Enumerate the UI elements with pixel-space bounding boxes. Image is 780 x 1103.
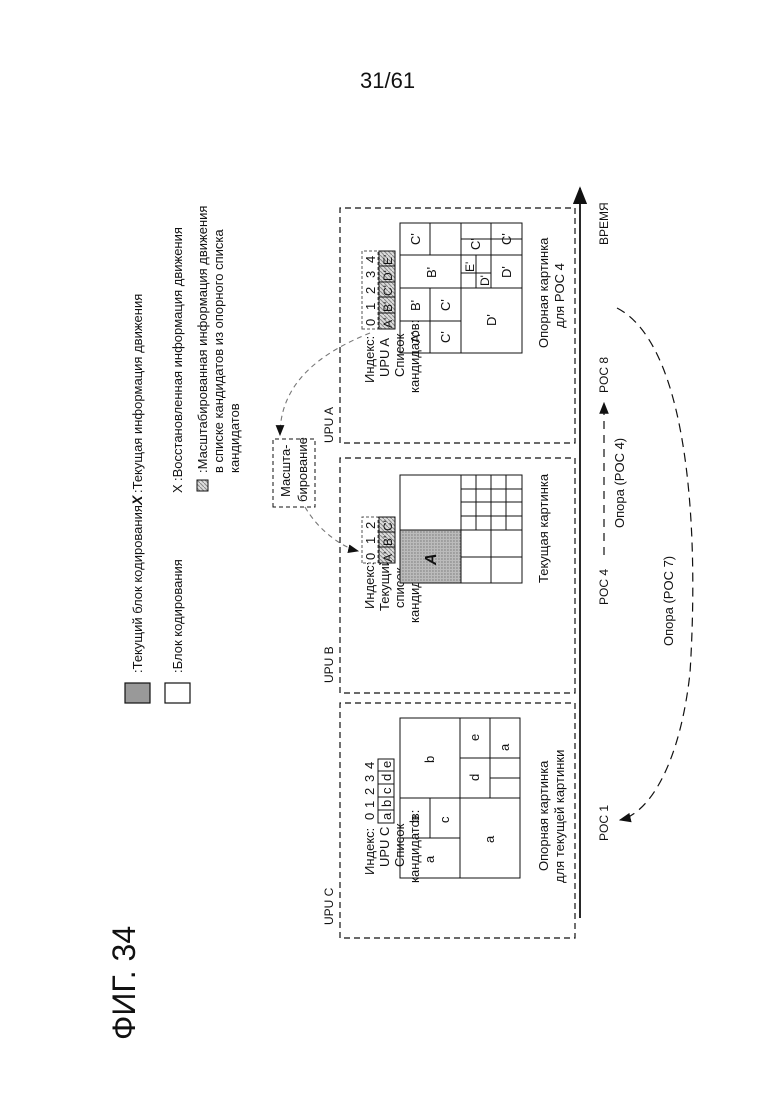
ref-poc4-label: Опора (POC 4) [612,438,627,528]
upu-c-label-index: Индекс: [362,828,377,875]
legend-restored-motion: :Восстановленная информация движения [170,227,185,481]
upu-a-cell-2: C' [438,331,453,343]
upu-a-cell-0: A' [408,332,423,343]
upu-b-cand-0: A' [381,552,395,562]
upu-a-caption1: Опорная картинка [536,237,551,348]
upu-c-cand-1: b [379,800,394,807]
upu-a-cell-6: D' [484,314,499,326]
upu-a-cell-4: C' [408,233,423,245]
upu-a-cand-1: B' [381,302,395,312]
legend-restored-symbol: X [170,484,185,493]
upu-b-name: UPU B [322,646,336,683]
upu-a-name: UPU A [322,407,336,443]
upu-c-index-1: 1 [362,801,377,808]
scaling-line2: бирование [295,437,310,502]
legend-current-block-swatch [125,683,150,703]
timeline: ВРЕМЯ POC 1 POC 4 POC 8 Опора (POC 4) Оп… [580,188,693,918]
legend: :Текущий блок кодирования X :Текущая инф… [125,206,242,703]
legend-scaled-line2: в списке кандидатов из опорного списка [211,229,226,473]
upu-b-label-index: Индекс: [362,562,377,609]
upu-c-index-3: 3 [362,775,377,782]
upu-b-caption: Текущая картинка [536,473,551,583]
upu-a-cell-7: E' [463,262,477,272]
upu-a-cand-3: D' [381,270,395,281]
upu-c-cand-0: a [379,812,394,820]
upu-b-index-1: 1 [363,537,378,544]
upu-a-cell-5: B' [424,267,439,278]
upu-b-label-unit1: Текущий [377,559,392,611]
upu-c-name: UPU C [322,887,336,925]
upu-a-index-3: 3 [363,271,378,278]
ref-poc7-label: Опора (POC 7) [661,556,676,646]
upu-a-cell-9: C' [468,238,483,250]
upu-c-label-unit: UPU C [377,827,392,867]
upu-a-cell-1: B' [408,300,423,311]
legend-current-motion-symbol: X [129,494,145,506]
upu-c-cell-5: d [467,774,482,781]
ref-poc7-arrow [617,308,693,820]
upu-b-index-0: 0 [363,553,378,560]
upu-a-index-1: 1 [363,303,378,310]
upu-a-index-0: 0 [363,319,378,326]
upu-a-cell-10: D' [499,266,514,278]
legend-current-motion: :Текущая информация движения [130,294,145,493]
legend-current-block: :Текущий блок кодирования [130,505,145,673]
legend-coding-block-swatch [165,683,190,703]
upu-b-cand-1: B' [381,536,395,546]
upu-c-cell-6: e [467,734,482,741]
upu-a-cell-11: C' [499,233,514,245]
legend-scaled-line1: :Масштабированная информация движения [195,206,210,473]
upu-c-cand-4: e [379,761,394,768]
upu-c-cell-3: b [422,756,437,763]
upu-b-picture [400,475,522,583]
upu-c-caption1: Опорная картинка [536,760,551,871]
upu-a-index-4: 4 [363,256,378,263]
upu-c-cell-2: c [437,816,452,823]
time-label: ВРЕМЯ [597,202,611,245]
upu-a-cand-4: E' [381,255,395,265]
upu-a-label-index: Индекс: [362,336,377,383]
upu-c-index-0: 0 [362,813,377,820]
scaling-out-arrow [305,507,358,551]
upu-c-cell-0: a [422,855,437,863]
upu-c-caption2: для текущей картинки [552,750,567,883]
panel-upu-a: UPU A Индекс: UPU A Список кандидатов: 0… [322,208,575,443]
poc4-label: POC 4 [597,569,611,605]
upu-c-cell-7: a [497,743,512,751]
upu-b-cand-2: C' [381,520,395,531]
upu-c-cand-2: c [379,787,394,794]
legend-scaled-swatch [197,480,208,491]
poc1-label: POC 1 [597,805,611,841]
upu-a-caption2: для POC 4 [552,263,567,328]
upu-c-cand-3: d [379,774,394,781]
upu-c-cell-4: a [482,835,497,843]
upu-a-index-2: 2 [363,287,378,294]
legend-scaled-line3: кандидатов [227,403,242,473]
upu-b-current-block: A [423,553,440,566]
figure-title: ФИГ. 34 [106,926,142,1040]
upu-a-cell-8: D' [478,275,492,286]
upu-c-index-2: 2 [362,788,377,795]
upu-b-index-2: 2 [363,522,378,529]
poc8-label: POC 8 [597,357,611,393]
panel-upu-b: UPU B Индекс: Текущий список кандидатов:… [322,458,575,693]
scaling-line1: Масшта- [278,444,293,497]
legend-coding-block: :Блок кодирования [170,559,185,673]
upu-a-label-list2: кандидатов: [407,320,422,393]
upu-a-cell-3: C' [438,299,453,311]
upu-c-index-4: 4 [362,762,377,769]
upu-c-cell-1: b [407,816,422,823]
upu-a-label-unit: UPU A [377,338,392,377]
panel-upu-c: UPU C Индекс: UPU C Список кандидатов: 0… [322,703,575,938]
upu-a-cand-2: C' [381,285,395,296]
upu-a-cand-0: A' [381,318,395,328]
